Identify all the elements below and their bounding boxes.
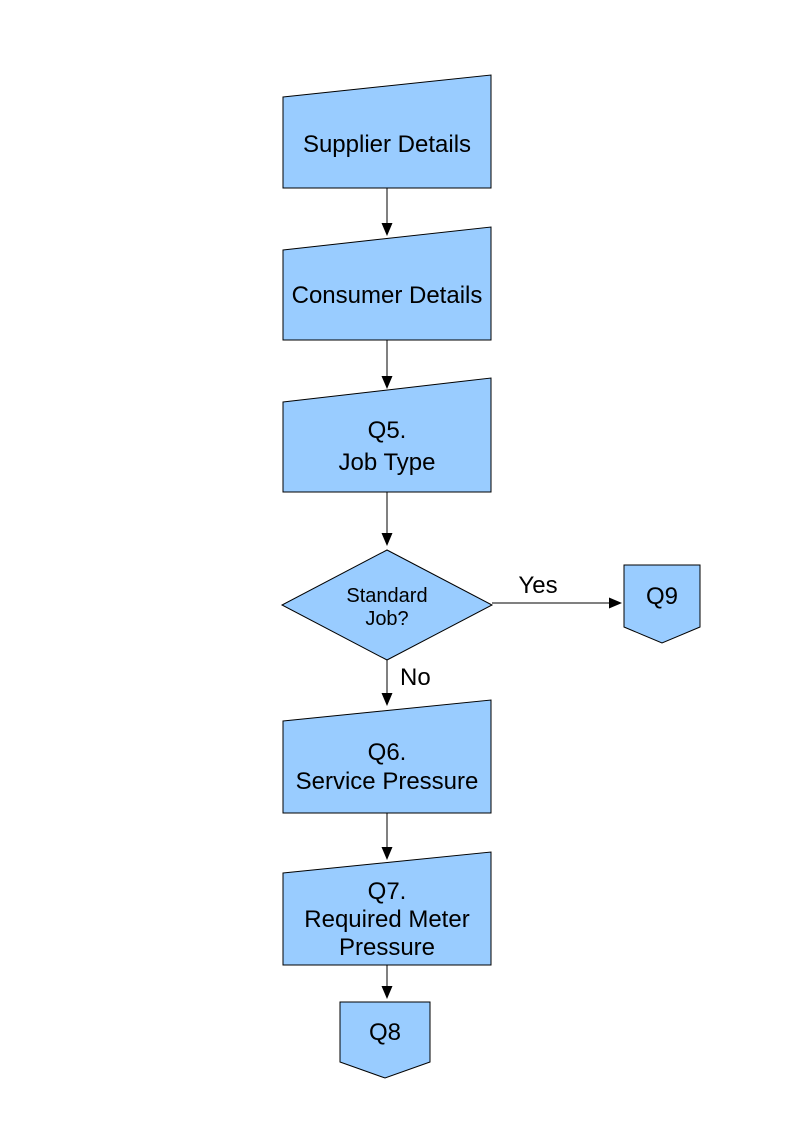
edge-consumer-to-q5 [381, 340, 393, 389]
node-label-line1: Standard [346, 585, 427, 607]
node-label-line2: Service Pressure [296, 768, 479, 795]
edge-decision-yes-to-q9: Yes [492, 572, 622, 609]
node-q8-connector: Q8 [339, 1001, 431, 1079]
node-label-line2: Required Meter [304, 906, 469, 933]
off-page-connector-shape [623, 564, 701, 644]
edge-decision-no-to-q6: No [381, 660, 431, 706]
arrowhead-down-icon [381, 693, 393, 706]
node-label-line2: Job? [365, 608, 408, 630]
edge-supplier-to-consumer [381, 188, 393, 236]
arrowhead-down-icon [381, 223, 393, 236]
edge-q7-to-q8 [381, 965, 393, 999]
node-q9-connector: Q9 [623, 564, 701, 644]
manual-input-shape [282, 851, 492, 966]
edge-q5-to-decision [381, 492, 393, 546]
arrowhead-down-icon [381, 986, 393, 999]
node-label: Consumer Details [292, 282, 483, 309]
arrowhead-right-icon [609, 597, 622, 609]
node-q6-service-pressure: Q6. Service Pressure [282, 699, 492, 814]
off-page-connector-shape [339, 1001, 431, 1079]
node-label-line2: Job Type [339, 449, 436, 476]
manual-input-shape [282, 226, 492, 341]
node-label: Q9 [646, 583, 678, 610]
node-label-line1: Q6. [368, 739, 407, 766]
node-q5-job-type: Q5. Job Type [282, 377, 492, 493]
arrowhead-down-icon [381, 847, 393, 860]
edge-q6-to-q7 [381, 813, 393, 860]
manual-input-shape [282, 74, 492, 189]
node-label-line1: Q5. [368, 417, 407, 444]
node-supplier-details: Supplier Details [282, 74, 492, 189]
manual-input-shape [282, 377, 492, 493]
edge-label-yes: Yes [518, 572, 557, 599]
node-label-line1: Q7. [368, 878, 407, 905]
node-label: Supplier Details [303, 131, 471, 158]
node-label-line3: Pressure [339, 934, 435, 961]
node-standard-job-decision: Standard Job? [280, 549, 494, 661]
node-label: Q8 [369, 1019, 401, 1046]
node-consumer-details: Consumer Details [282, 226, 492, 341]
arrowhead-down-icon [381, 376, 393, 389]
node-q7-required-meter-pressure: Q7. Required Meter Pressure [282, 851, 492, 966]
manual-input-shape [282, 699, 492, 814]
arrowhead-down-icon [381, 533, 393, 546]
edge-label-no: No [400, 664, 431, 691]
